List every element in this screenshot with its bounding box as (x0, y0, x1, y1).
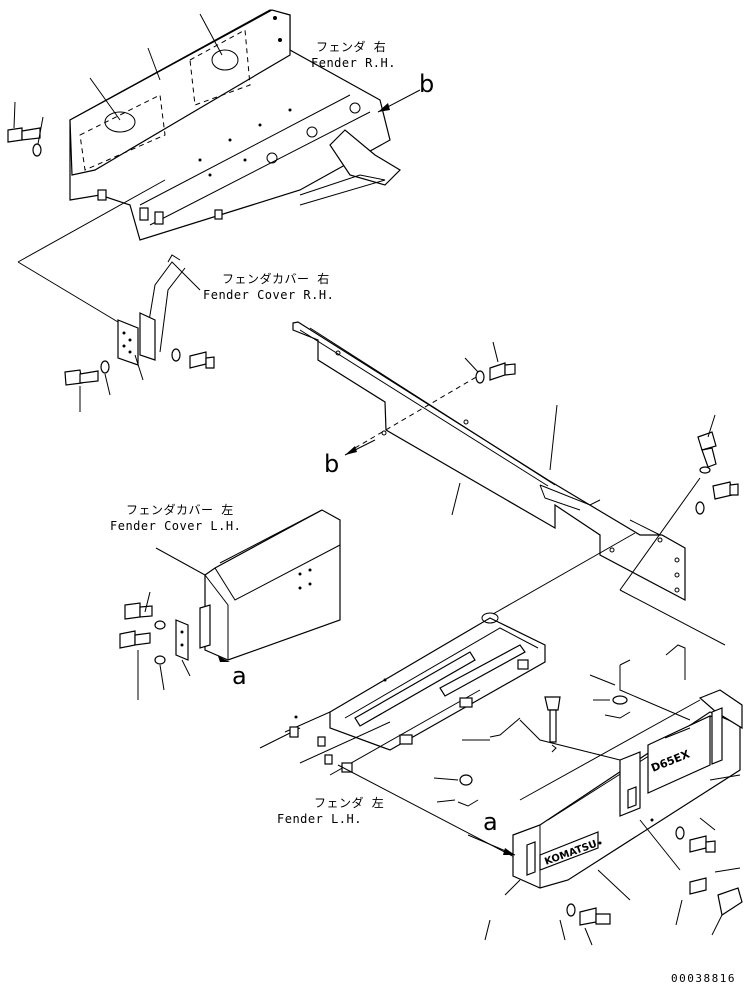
bolts-cover-rh (64, 348, 215, 412)
fender-rh-assembly (69, 9, 401, 241)
fender-cover-rh-label-jp: フェンダカバー 右 (222, 272, 330, 286)
bolts-cover-lh (119, 591, 191, 700)
fender-lh-deck (259, 612, 546, 776)
bolts-center-right (695, 414, 739, 515)
callout-b-top: b (419, 70, 435, 98)
drawing-code: 00038816 (671, 972, 736, 985)
fender-cover-rh-label-en: Fender Cover R.H. (203, 288, 335, 302)
fender-lh-label-en: Fender L.H. (277, 812, 362, 826)
center-fender-cover (292, 321, 686, 601)
fender-rh-label-jp: フェンダ 右 (316, 40, 387, 54)
callout-b-center: b (324, 450, 340, 478)
callout-a-lower: a (483, 808, 498, 836)
fender-cover-lh-label-jp: フェンダカバー 左 (126, 503, 234, 517)
fender-cover-rh (117, 254, 201, 366)
bolts-fender-lh (559, 817, 743, 946)
fender-cover-lh (155, 509, 341, 662)
fender-rh-label-en: Fender R.H. (311, 56, 396, 70)
fender-lh-label-jp: フェンダ 左 (314, 796, 385, 810)
bolt-washer-rh-top (7, 101, 44, 157)
callout-a-left: a (232, 662, 247, 690)
fender-lh-small-parts (457, 644, 691, 807)
bolt-washer-center (464, 341, 516, 384)
fender-lh-body: KOMATSU D65EX (512, 689, 743, 889)
fender-cover-lh-label-en: Fender Cover L.H. (110, 519, 242, 533)
